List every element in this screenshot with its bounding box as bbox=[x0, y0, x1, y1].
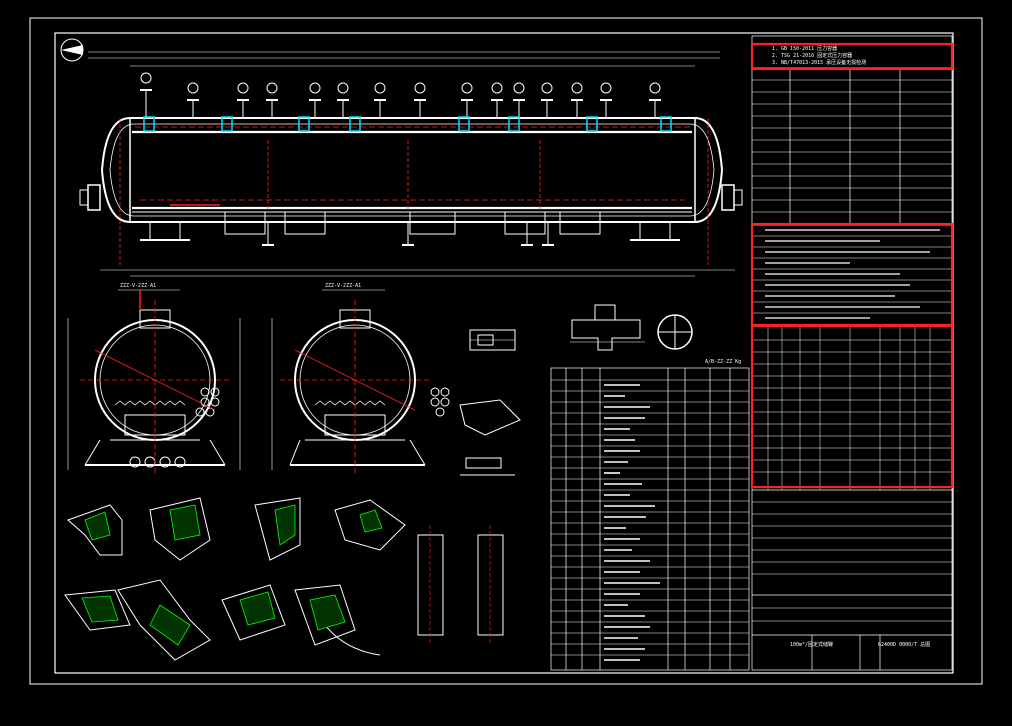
section-b-label: ZZZ-V-2ZZ-A1 bbox=[325, 283, 362, 289]
title-block-title: 100m³/固定式储罐 bbox=[790, 642, 834, 648]
nozzle-table-text-marks bbox=[604, 384, 660, 661]
weld-details bbox=[64, 497, 504, 661]
standard-line-2: 2. TSG 21-2016 固定式压力容器 bbox=[772, 53, 853, 59]
red-highlight-boxes bbox=[750, 42, 954, 489]
parts-list-cols bbox=[767, 325, 931, 490]
nozzle-table-title: A/B-ZZ-ZZ Kg bbox=[705, 359, 742, 365]
section-view-b-red bbox=[280, 300, 430, 475]
top-nozzles bbox=[140, 72, 661, 118]
standard-line-1: 1. GB 150-2011 压力容器 bbox=[772, 46, 838, 52]
section-view-a-red bbox=[80, 290, 230, 475]
section-a-label: ZZZ-V-2ZZ-A1 bbox=[120, 283, 157, 289]
cyan-highlight-markers bbox=[143, 116, 672, 132]
weld-hatching-green bbox=[81, 504, 383, 646]
vessel-elevation-view bbox=[79, 51, 743, 277]
north-arrow-icon bbox=[60, 38, 84, 62]
spec-rows bbox=[752, 79, 952, 622]
title-block-drawing-no: 62400D 0000/T 总图 bbox=[878, 642, 931, 648]
notes-text-marks bbox=[765, 229, 940, 319]
standard-line-3: 3. NB/T47013-2015 承压设备无损检测 bbox=[772, 60, 867, 66]
nozzle-table-rows bbox=[551, 379, 749, 656]
elevation-center-lines bbox=[119, 118, 709, 265]
inner-frame bbox=[54, 32, 954, 674]
detail-parts-upper bbox=[459, 304, 693, 476]
nozzle-table bbox=[550, 367, 750, 671]
outer-frame bbox=[29, 17, 983, 685]
